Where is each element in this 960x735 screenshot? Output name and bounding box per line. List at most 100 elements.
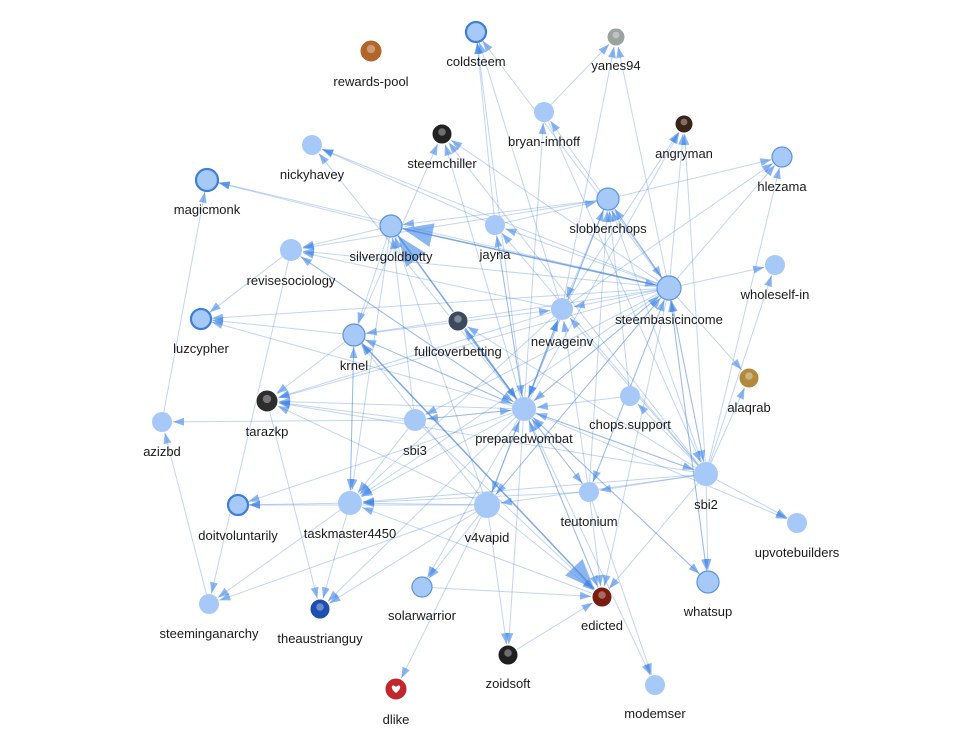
arrowhead-steembasicincome-to-edicted <box>603 575 611 587</box>
avatar-face <box>263 395 271 403</box>
user-circle-icon <box>657 276 681 300</box>
edge-preparedwombat-to-angryman <box>530 133 679 399</box>
arrowhead-steeminganarchy-to-azizbd <box>164 433 172 445</box>
arrowhead-preparedwombat-to-doitvoluntarily <box>248 494 260 502</box>
node-steembasicincome[interactable] <box>657 276 681 300</box>
node-nickyhavey[interactable] <box>302 135 322 155</box>
node-sbi3[interactable] <box>404 409 426 431</box>
node-solarwarrior[interactable] <box>412 577 432 597</box>
node-dlike[interactable] <box>385 678 407 700</box>
node-steemchiller[interactable] <box>432 124 452 144</box>
node-hlezama[interactable] <box>772 147 792 167</box>
arrowhead-newageinv-to-preparedwombat <box>529 385 537 397</box>
arrowhead-v4vapid-to-doitvoluntarily <box>249 501 260 509</box>
arrowhead-newageinv-to-yanes94 <box>608 47 616 59</box>
node-edicted[interactable] <box>592 587 612 607</box>
node-revisesociology[interactable] <box>280 239 302 261</box>
node-label-dlike: dlike <box>383 712 410 727</box>
arrowhead-v4vapid-to-dlike <box>401 667 410 679</box>
arrowhead-krnel-to-steemchiller <box>430 144 438 156</box>
node-coldsteem[interactable] <box>466 22 486 42</box>
node-magicmonk[interactable] <box>196 169 218 191</box>
edge-v4vapid-to-solarwarrior <box>429 515 479 578</box>
user-circle-icon <box>343 324 365 346</box>
node-label-alaqrab: alaqrab <box>727 400 770 415</box>
node-preparedwombat[interactable] <box>512 397 536 421</box>
node-taskmaster4450[interactable] <box>338 491 362 515</box>
arrowhead-sbi3-to-azizbd <box>173 418 184 426</box>
node-label-doitvoluntarily: doitvoluntarily <box>198 528 278 543</box>
node-modemser[interactable] <box>645 675 665 695</box>
node-whatsup[interactable] <box>697 571 719 593</box>
user-circle-icon <box>694 462 718 486</box>
edges-layer <box>164 41 788 678</box>
node-label-fullcoverbetting: fullcoverbetting <box>414 344 501 359</box>
avatar-face <box>454 315 462 323</box>
node-silvergoldbotty[interactable] <box>380 215 402 237</box>
node-fullcoverbetting[interactable] <box>448 311 468 331</box>
arrowhead-preparedwombat-to-jayna <box>495 236 503 248</box>
node-yanes94[interactable] <box>607 28 625 46</box>
edge-preparedwombat-to-steemchiller <box>445 145 520 398</box>
node-label-upvotebuilders: upvotebuilders <box>755 545 840 560</box>
node-luzcypher[interactable] <box>191 309 211 329</box>
node-label-silvergoldbotty: silvergoldbotty <box>349 249 433 264</box>
arrowhead-solarwarrior-to-edicted <box>580 592 591 600</box>
user-circle-icon <box>765 255 785 275</box>
node-zoidsoft[interactable] <box>498 645 518 665</box>
edge-sbi3-to-edicted <box>423 428 594 590</box>
node-slobberchops[interactable] <box>597 188 619 210</box>
node-rewards-pool[interactable] <box>360 40 382 62</box>
node-newageinv[interactable] <box>551 298 573 320</box>
avatar-face <box>367 45 375 53</box>
user-circle-icon <box>579 482 599 502</box>
node-label-modemser: modemser <box>624 706 686 721</box>
user-circle-icon <box>152 412 172 432</box>
node-sbi2[interactable] <box>694 462 718 486</box>
node-v4vapid[interactable] <box>474 492 500 518</box>
edge-slobberchops-to-hlezama <box>619 160 772 197</box>
node-label-sbi3: sbi3 <box>403 443 427 458</box>
node-theaustrianguy[interactable] <box>310 599 330 619</box>
node-alaqrab[interactable] <box>739 368 759 388</box>
node-label-zoidsoft: zoidsoft <box>486 676 531 691</box>
arrowhead-taskmaster4450-to-krnel <box>350 347 358 358</box>
node-label-coldsteem: coldsteem <box>446 54 505 69</box>
node-bryan-imhoff[interactable] <box>534 102 554 122</box>
edge-fullcoverbetting-to-preparedwombat <box>464 329 516 399</box>
node-label-nickyhavey: nickyhavey <box>280 167 345 182</box>
node-doitvoluntarily[interactable] <box>228 495 248 515</box>
arrowhead-steembasicincome-to-yanes94 <box>616 47 624 59</box>
arrowhead-steembasicincome-to-sbi3 <box>426 406 438 415</box>
node-azizbd[interactable] <box>152 412 172 432</box>
node-teutonium[interactable] <box>579 482 599 502</box>
node-angryman[interactable] <box>675 115 693 133</box>
node-krnel[interactable] <box>343 324 365 346</box>
node-tarazkp[interactable] <box>256 390 278 412</box>
user-circle-icon <box>199 594 219 614</box>
node-label-solarwarrior: solarwarrior <box>388 608 457 623</box>
node-label-tarazkp: tarazkp <box>246 424 289 439</box>
arrowhead-zoidsoft-to-edicted <box>581 603 592 612</box>
arrowhead-teutonium-to-newageinv <box>561 321 569 332</box>
node-wholeself-in[interactable] <box>765 255 785 275</box>
node-jayna[interactable] <box>485 215 505 235</box>
arrowhead-sbi2-to-jayna <box>502 233 512 244</box>
node-label-steeminganarchy: steeminganarchy <box>160 626 259 641</box>
node-upvotebuilders[interactable] <box>787 513 807 533</box>
edge-sbi2-to-taskmaster4450 <box>363 475 694 502</box>
avatar-face <box>316 603 324 611</box>
arrowhead-taskmaster4450-to-theaustrianguy <box>322 587 330 599</box>
node-label-newageinv: newageinv <box>531 334 594 349</box>
node-label-sbi2: sbi2 <box>694 497 718 512</box>
node-label-rewards-pool: rewards-pool <box>333 74 408 89</box>
user-circle-icon <box>597 188 619 210</box>
arrowhead-newageinv-to-revisesociology <box>303 251 315 259</box>
node-label-magicmonk: magicmonk <box>174 202 241 217</box>
node-steeminganarchy[interactable] <box>199 594 219 614</box>
arrowhead-sbi2-to-alaqrab <box>736 388 744 400</box>
node-chops.support[interactable] <box>620 386 640 406</box>
node-label-teutonium: teutonium <box>560 514 617 529</box>
avatar-face <box>438 128 446 136</box>
avatar-face <box>598 591 606 599</box>
